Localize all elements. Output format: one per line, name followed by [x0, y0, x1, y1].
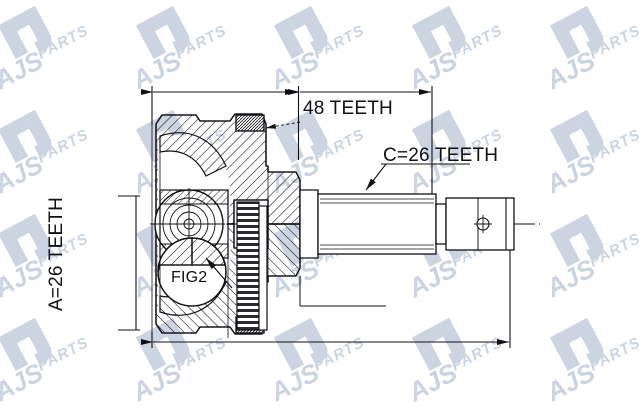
svg-text:AJS: AJS: [540, 45, 600, 94]
construction-lines: [151, 125, 269, 338]
circlip-groove-hole: [474, 215, 492, 233]
svg-text:AJS: AJS: [264, 253, 324, 302]
svg-text:PARTS: PARTS: [587, 230, 640, 271]
svg-text:AJS: AJS: [402, 357, 462, 406]
svg-text:AJS: AJS: [264, 357, 324, 406]
svg-text:PARTS: PARTS: [311, 230, 368, 271]
svg-text:PARTS: PARTS: [173, 126, 230, 167]
svg-text:AJS: AJS: [540, 149, 600, 198]
label-48-teeth: 48 TEETH: [303, 98, 393, 119]
label-c-26-teeth: C=26 TEETH: [383, 145, 499, 166]
svg-text:PARTS: PARTS: [311, 126, 368, 167]
svg-text:AJS: AJS: [264, 149, 324, 198]
svg-text:AJS: AJS: [0, 253, 48, 302]
svg-text:AJS: AJS: [402, 45, 462, 94]
leader-line-48-teeth: [265, 121, 301, 129]
dimension-left-vertical: [118, 195, 140, 331]
svg-text:AJS: AJS: [540, 253, 600, 302]
splined-stub-shaft: [299, 189, 515, 259]
outer-joint-housing: [155, 113, 301, 335]
svg-text:PARTS: PARTS: [173, 230, 230, 271]
leader-line-fig2: [205, 257, 233, 289]
svg-text:PARTS: PARTS: [449, 22, 506, 63]
svg-text:PARTS: PARTS: [311, 334, 368, 375]
svg-text:PARTS: PARTS: [311, 22, 368, 63]
dimension-bottom: [140, 246, 511, 348]
abs-tone-ring-seat: [235, 114, 265, 334]
svg-text:PARTS: PARTS: [173, 334, 230, 375]
svg-text:AJS: AJS: [402, 253, 462, 302]
inner-race-hatch: [159, 189, 229, 259]
svg-text:AJS: AJS: [126, 357, 186, 406]
leader-line-bottom-callout: [299, 276, 386, 307]
label-fig2: FIG2: [171, 269, 208, 286]
leader-line-c26-teeth: [365, 163, 470, 191]
svg-text:PARTS: PARTS: [35, 126, 92, 167]
svg-text:PARTS: PARTS: [587, 22, 640, 63]
svg-text:AJS: AJS: [126, 149, 186, 198]
svg-text:AJS: AJS: [0, 357, 48, 406]
svg-text:AJS: AJS: [264, 45, 324, 94]
svg-text:AJS: AJS: [0, 149, 48, 198]
svg-text:AJS: AJS: [126, 45, 186, 94]
ball-cage-assembly: [153, 132, 229, 316]
label-a-26-teeth: A=26 TEETH: [46, 196, 67, 312]
svg-text:PARTS: PARTS: [35, 334, 92, 375]
svg-text:AJS: AJS: [540, 357, 600, 406]
svg-text:AJS: AJS: [0, 45, 48, 94]
svg-text:PARTS: PARTS: [587, 126, 640, 167]
svg-text:PARTS: PARTS: [35, 22, 92, 63]
svg-text:PARTS: PARTS: [449, 230, 506, 271]
svg-text:PARTS: PARTS: [449, 334, 506, 375]
abs-tone-ring: [236, 201, 268, 331]
svg-text:PARTS: PARTS: [587, 334, 640, 375]
svg-text:PARTS: PARTS: [173, 22, 230, 63]
